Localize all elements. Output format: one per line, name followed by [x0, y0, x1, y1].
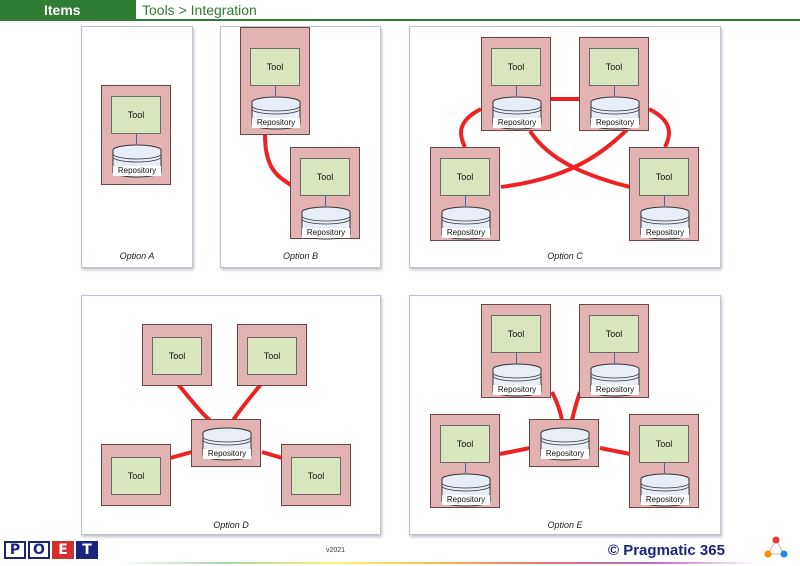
tool-box: Tool — [250, 48, 300, 86]
repository-label: Repository — [591, 118, 639, 128]
tool-repository-unit: Tool Repository — [430, 414, 500, 508]
repository-label: Repository — [442, 228, 490, 238]
tool-label: Tool — [307, 471, 325, 481]
tool-repository-unit: Tool Repository — [629, 147, 699, 241]
tool-repository-unit: Tool Repository — [481, 304, 551, 398]
tool-box: Tool — [491, 48, 541, 86]
tool-box: Tool — [111, 457, 161, 495]
tool-box: Tool — [589, 48, 639, 86]
tool-box: Tool — [639, 425, 689, 463]
option-caption: Option C — [547, 251, 583, 261]
integration-links — [499, 391, 631, 456]
option-e-panel: Tool Repository Tool Repository Reposito… — [409, 295, 721, 535]
repository-label: Repository — [442, 495, 490, 505]
repository-label: Repository — [641, 228, 689, 238]
tool-label: Tool — [507, 62, 525, 72]
poet-logo: P O E T — [4, 541, 98, 559]
repository-label: Repository — [493, 118, 541, 128]
repository-label: Repository — [113, 166, 161, 176]
tool-box: Tool — [440, 425, 490, 463]
items-heading: Items — [0, 0, 136, 21]
tool-repository-unit: Tool Repository — [240, 27, 310, 135]
tool-label: Tool — [655, 439, 673, 449]
option-caption: Option B — [282, 251, 319, 261]
tool-repository-unit: Tool Repository — [579, 37, 649, 131]
repository-label: Repository — [541, 449, 589, 459]
repository-icon: Repository — [440, 473, 492, 507]
tool-box: Tool — [247, 337, 297, 375]
repository-icon: Repository — [250, 96, 302, 130]
tool-repository-unit: Tool Repository — [290, 147, 360, 240]
poet-letter-t: T — [76, 541, 98, 559]
tool-label: Tool — [168, 351, 186, 361]
tool-label: Tool — [605, 329, 623, 339]
tool-label: Tool — [507, 329, 525, 339]
footer-divider — [118, 562, 758, 564]
tool-label: Tool — [127, 110, 145, 120]
tool-repository-unit: Tool Repository — [481, 37, 551, 131]
tool-label: Tool — [316, 172, 334, 182]
poet-letter-e: E — [52, 541, 74, 559]
tool-box: Tool — [152, 337, 202, 375]
option-d-panel: Tool Tool Repository Tool Tool Option D — [81, 295, 381, 535]
repository-label: Repository — [252, 118, 300, 128]
option-caption: Option E — [547, 520, 583, 530]
repository-unit: Repository — [529, 419, 599, 467]
tool-label: Tool — [127, 471, 145, 481]
repository-icon: Repository — [491, 96, 543, 130]
repository-icon: Repository — [539, 427, 591, 461]
poet-letter-o: O — [28, 541, 50, 559]
version-label: v2021 — [326, 547, 346, 554]
repository-label: Repository — [591, 385, 639, 395]
poet-letter-p: P — [4, 541, 26, 559]
repository-icon: Repository — [201, 427, 253, 461]
tool-box: Tool — [111, 96, 161, 134]
brand-name: © Pragmatic 365 — [608, 542, 725, 559]
repository-label: Repository — [641, 495, 689, 505]
repository-icon: Repository — [589, 96, 641, 130]
repository-icon: Repository — [300, 206, 352, 240]
repository-unit: Repository — [191, 419, 261, 467]
tool-label: Tool — [456, 172, 474, 182]
repository-icon: Repository — [639, 473, 691, 507]
tool-repository-unit: Tool Repository — [579, 304, 649, 398]
tool-label: Tool — [605, 62, 623, 72]
repository-icon: Repository — [111, 144, 163, 178]
repository-icon: Repository — [639, 206, 691, 240]
option-caption: Option D — [213, 520, 249, 530]
repository-label: Repository — [493, 385, 541, 395]
repository-label: Repository — [302, 228, 350, 238]
repository-icon: Repository — [589, 363, 641, 397]
tool-box: Tool — [589, 315, 639, 353]
option-c-panel: Tool Repository Tool Repository Tool Rep… — [409, 26, 721, 268]
tool-label: Tool — [266, 62, 284, 72]
tool-repository-unit: Tool Repository — [101, 85, 171, 185]
pragmatic-logo-icon — [764, 536, 788, 558]
tool-box: Tool — [639, 158, 689, 196]
tool-label: Tool — [655, 172, 673, 182]
tool-repository-unit: Tool Repository — [629, 414, 699, 508]
tool-unit: Tool — [237, 324, 307, 386]
tool-box: Tool — [440, 158, 490, 196]
breadcrumb: Tools > Integration — [136, 0, 800, 21]
tool-box: Tool — [300, 158, 350, 196]
tool-unit: Tool — [142, 324, 212, 386]
repository-icon: Repository — [440, 206, 492, 240]
tool-box: Tool — [291, 457, 341, 495]
option-a-panel: Tool Repository Option A — [81, 26, 193, 268]
repository-icon: Repository — [491, 363, 543, 397]
option-caption: Option A — [119, 251, 155, 261]
tool-label: Tool — [456, 439, 474, 449]
tool-label: Tool — [263, 351, 281, 361]
tool-repository-unit: Tool Repository — [430, 147, 500, 241]
option-b-panel: Tool Repository Tool Repository Option B — [220, 26, 381, 268]
repository-label: Repository — [203, 449, 251, 459]
tool-unit: Tool — [281, 444, 351, 506]
tool-unit: Tool — [101, 444, 171, 506]
tool-box: Tool — [491, 315, 541, 353]
